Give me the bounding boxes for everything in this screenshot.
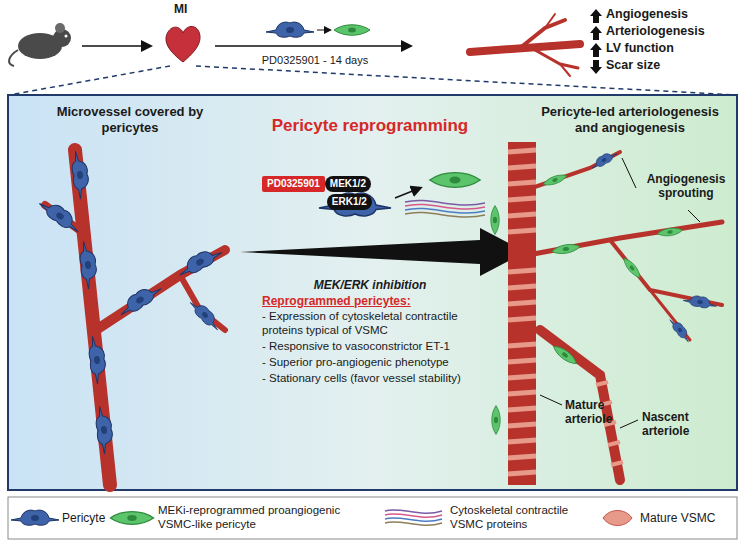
main-panel	[8, 95, 737, 490]
legend-cell-icon	[110, 512, 153, 525]
label-text: Angiogenesis	[606, 7, 688, 22]
capillaries	[526, 152, 722, 480]
vsmc-rings	[508, 150, 536, 474]
heart-icon	[166, 26, 200, 62]
kinase-pill: MEK1/2	[325, 176, 371, 192]
microvessel	[45, 150, 225, 485]
label-text: Arteriologenesis	[606, 24, 705, 39]
mouse-icon	[9, 23, 71, 66]
arrow	[215, 45, 410, 47]
label-text: Reprogrammed pericytes:	[262, 294, 411, 308]
arrow	[317, 30, 330, 31]
label-text: Nascent arteriole	[642, 410, 722, 439]
node-text: MEK1/2	[330, 178, 366, 190]
node-text: ERK1/2	[332, 196, 367, 208]
pericyte-icon	[266, 22, 314, 37]
legend-text: Cytoskeletal contractile VSMC proteins	[450, 504, 595, 532]
legend-vsmc-icon	[603, 511, 632, 526]
label-text: LV function	[606, 41, 674, 56]
legend-pericyte-icon	[11, 510, 59, 525]
reprogrammed-pericyte	[430, 173, 480, 188]
reprogrammed-cell-icon	[334, 25, 370, 36]
legend-box	[8, 497, 737, 539]
label-text: Mature arteriole	[565, 398, 635, 427]
label-text: - Superior pro-angiogenic phenotype	[262, 356, 449, 370]
kinase-pill: ERK1/2	[327, 194, 372, 210]
arrow	[82, 45, 150, 47]
contractile-proteins	[405, 200, 485, 217]
label-text: Scar size	[606, 58, 660, 73]
arrow	[395, 188, 420, 198]
legend-text: Mature VSMC	[640, 511, 715, 525]
label-text: Pericyte-led arteriologenesis and angiog…	[530, 104, 730, 135]
big-arrow	[240, 228, 526, 276]
label-text: - Responsive to vasoconstrictor ET-1	[262, 340, 450, 354]
legend-text: MEKi-reprogrammed proangiogenic VSMC-lik…	[158, 504, 373, 532]
legend-text: Pericyte	[62, 511, 105, 525]
zoom-line	[9, 66, 170, 95]
change-arrows	[590, 9, 602, 74]
pericytes	[36, 150, 224, 454]
label-text: MEK/ERK inhibition	[290, 278, 450, 292]
pericyte	[319, 193, 391, 216]
node-text: PD0325901	[267, 178, 320, 190]
drug-box: PD0325901	[262, 176, 325, 192]
label-text: Pericyte reprogramming	[250, 116, 490, 136]
mature-arteriole	[508, 142, 536, 485]
label-text: - Stationary cells (favor vessel stabili…	[262, 372, 461, 386]
label-text: MI	[174, 2, 187, 16]
label-text: PD0325901 - 14 days	[235, 54, 395, 67]
label-text: Microvessel covered by pericytes	[30, 104, 230, 135]
legend-protein-icon	[385, 510, 442, 526]
vessel-icon	[470, 14, 580, 76]
label-text: - Expression of cytoskeletal contractile…	[262, 310, 492, 338]
label-text: Angiogenesis sprouting	[640, 172, 732, 201]
